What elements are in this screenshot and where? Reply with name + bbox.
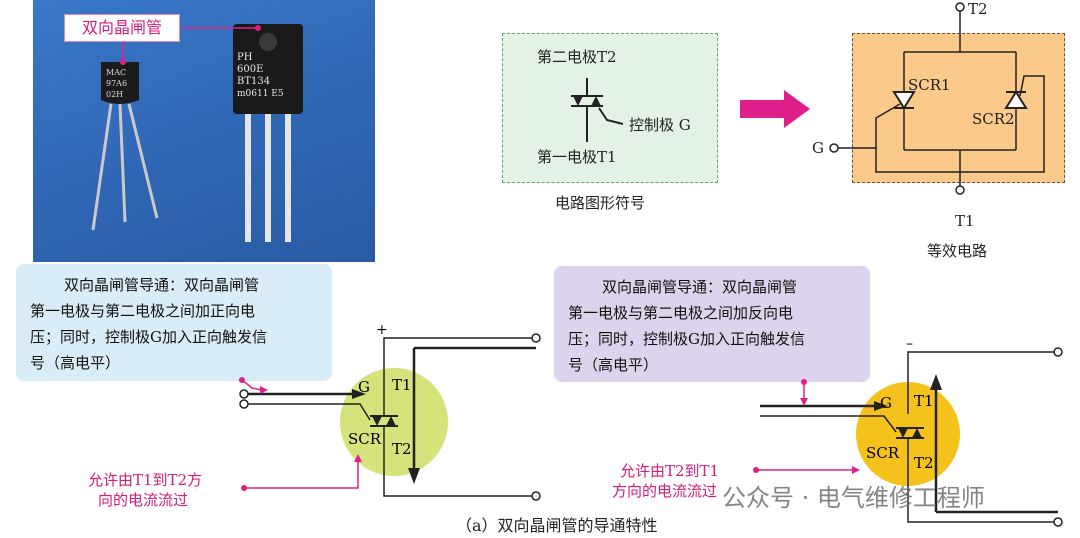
big-text-1: PH	[237, 52, 253, 63]
left-scr-label: SCR	[348, 430, 382, 448]
eq-g-label: G	[812, 139, 824, 157]
small-text-1: MAC	[106, 68, 126, 77]
left-bubble-line-1: 双向晶闸管导通：双向晶闸管	[64, 276, 260, 294]
scr2-label: SCR2	[972, 110, 1015, 128]
right-note-line-1: 允许由T2到T1	[620, 462, 720, 480]
right-bubble-line-4: 号（高电平）	[568, 356, 659, 374]
left-plus-label: +	[376, 322, 388, 338]
eq-caption: 等效电路	[927, 242, 988, 260]
equivalent-circuit	[829, 2, 1045, 195]
left-bubble-line-2: 第一电极与第二电极之间加正向电	[30, 302, 256, 320]
left-t2-label: T2	[392, 440, 412, 458]
eq-t1-label: T1	[955, 212, 975, 230]
left-explanation-bubble: 双向晶闸管导通：双向晶闸管 第一电极与第二电极之间加正向电 压；同时，控制极G加…	[16, 264, 332, 381]
watermark: 公众号 · 电气维修工程师	[722, 484, 985, 512]
small-text-2: 97A6	[106, 79, 127, 88]
right-t1-label: T1	[914, 392, 934, 410]
right-scr-label: SCR	[866, 444, 900, 462]
right-bubble-line-1: 双向晶闸管导通：双向晶闸管	[602, 278, 798, 296]
left-t1-label: T1	[392, 376, 412, 394]
triac-symbol	[571, 78, 624, 142]
left-note-line-1: 允许由T1到T2方	[88, 471, 203, 489]
arrow-right-icon	[740, 90, 810, 128]
photo-tag: 双向晶闸管	[64, 14, 180, 42]
left-bubble-line-3: 压；同时，控制极G加入正向触发信	[30, 328, 267, 346]
eq-t2-label: T2	[968, 0, 988, 18]
photo-drawing: MAC 97A6 02H PH 600E BT134 m0611 E5	[91, 24, 303, 242]
big-text-2: 600E	[237, 64, 263, 75]
small-triac: MAC 97A6 02H	[91, 62, 159, 231]
t1-label: 第一电极T1	[537, 148, 617, 166]
big-text-3: BT134	[237, 76, 270, 87]
equivalent-box	[852, 33, 1065, 183]
right-note-line-2: 方向的电流流过	[612, 482, 718, 500]
scr1-label: SCR1	[908, 76, 951, 94]
left-g-label: G	[358, 378, 370, 396]
g-label: 控制极 G	[629, 116, 691, 134]
left-note-line-2: 向的电流流过	[98, 491, 189, 509]
t2-label: 第二电极T2	[537, 48, 617, 66]
right-explanation-bubble: 双向晶闸管导通：双向晶闸管 第一电极与第二电极之间加反向电 压；同时，控制极G加…	[554, 266, 870, 382]
component-photo: MAC 97A6 02H PH 600E BT134 m0611 E5	[33, 0, 375, 262]
symbol-box: 第二电极T2 控制极 G 第一电极T1	[502, 33, 718, 183]
left-bubble-line-4: 号（高电平）	[30, 354, 121, 372]
small-text-3: 02H	[106, 90, 123, 99]
right-conduction-diagram: – G T1 SCR T2	[753, 336, 1063, 527]
large-triac: PH 600E BT134 m0611 E5	[233, 24, 303, 242]
right-g-label: G	[880, 394, 892, 412]
right-t2-label: T2	[914, 454, 934, 472]
figure-caption: （a）双向晶闸管的导通特性	[456, 516, 658, 535]
big-text-4: m0611 E5	[237, 89, 284, 99]
left-conduction-diagram: + G T1 SCR T2	[239, 322, 541, 501]
right-minus-label: –	[906, 336, 913, 352]
right-bubble-line-3: 压；同时，控制极G加入正向触发信	[568, 330, 805, 348]
right-bubble-line-2: 第一电极与第二电极之间加反向电	[568, 304, 794, 322]
symbol-caption: 电路图形符号	[555, 194, 646, 212]
